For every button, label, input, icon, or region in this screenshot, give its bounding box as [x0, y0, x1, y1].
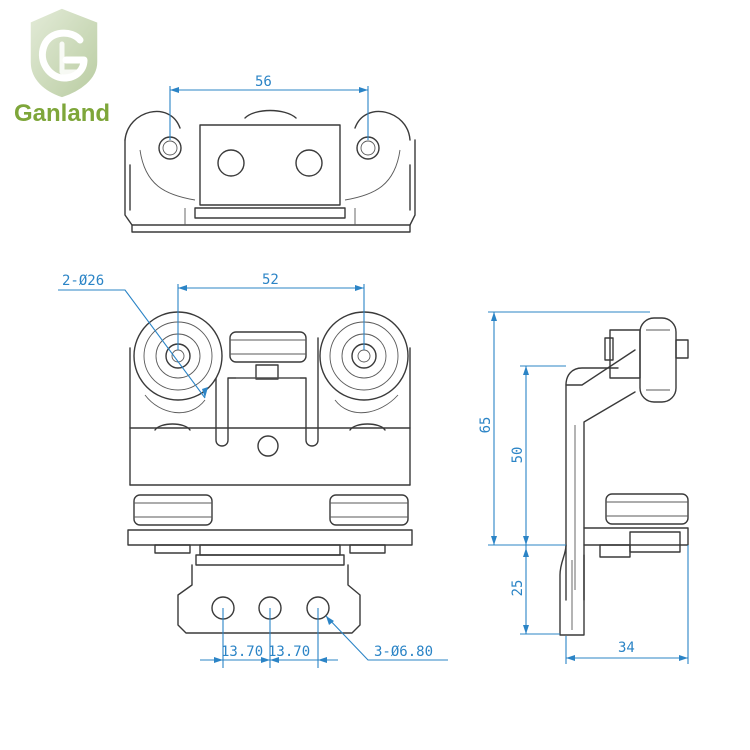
dim-depth: 34	[618, 640, 635, 656]
dimension-lines	[58, 86, 689, 668]
dim-hole-spec: 3-Ø6.80	[374, 644, 433, 660]
dim-hole-pitch-1: 13.70	[221, 644, 263, 660]
dim-overall-height: 65	[478, 417, 494, 434]
top-view	[124, 109, 416, 233]
brand-name: Ganland	[14, 100, 111, 127]
dim-wheel-diameter: 2-Ø26	[62, 273, 104, 289]
dim-upper-height: 50	[510, 447, 526, 464]
dim-top-wheel-spacing: 56	[255, 74, 272, 90]
ganland-logo-icon	[29, 7, 99, 99]
dim-front-wheel-spacing: 52	[262, 272, 279, 288]
dim-lower-height: 25	[510, 580, 526, 597]
front-view	[127, 311, 413, 634]
dim-hole-pitch-2: 13.70	[268, 644, 310, 660]
side-view	[559, 317, 689, 636]
